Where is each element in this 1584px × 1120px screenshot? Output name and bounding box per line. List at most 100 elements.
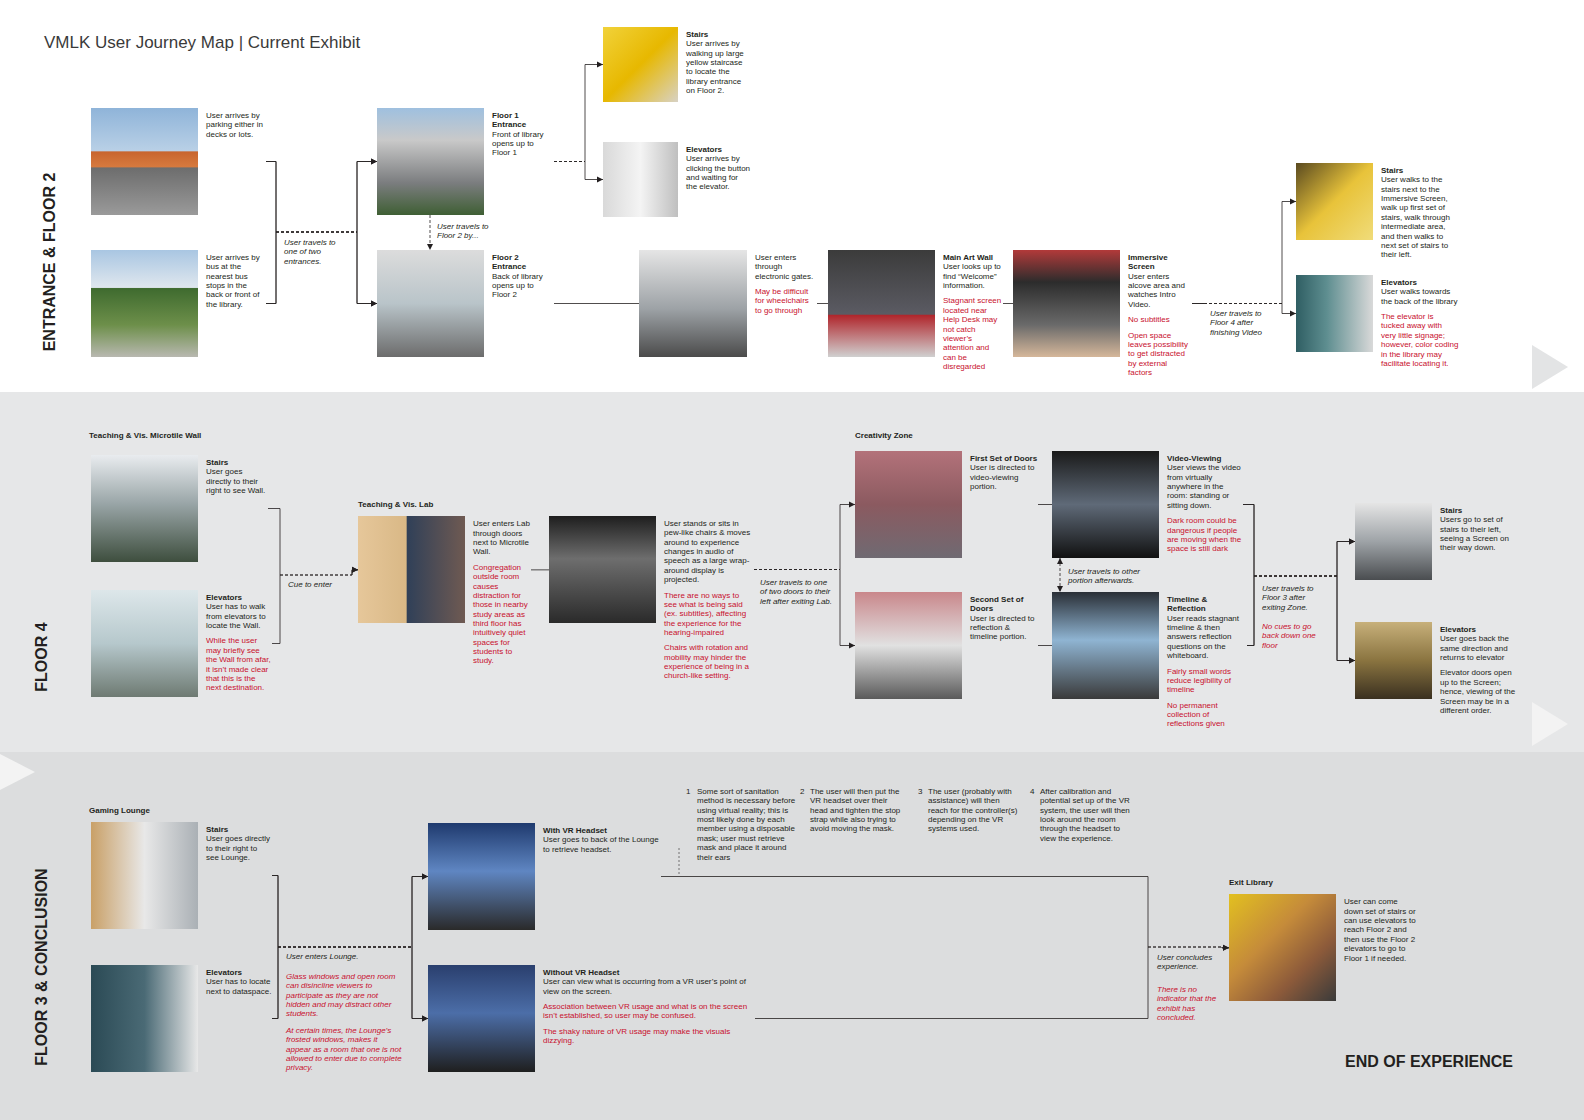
- photo: [549, 516, 656, 623]
- connector-line: [1243, 505, 1254, 577]
- photo: [91, 250, 198, 357]
- step-row: StairsUser goes directly to their right …: [91, 822, 272, 929]
- connector-line: [840, 505, 855, 570]
- step-heading: Elevators: [206, 593, 272, 602]
- pain-point-note: Glass windows and open room can disincli…: [286, 972, 404, 1019]
- connector-line: [357, 162, 377, 233]
- chevron: [1532, 345, 1568, 389]
- photo: [603, 27, 678, 102]
- journey-step: ElevatorsUser walks towards the back of …: [1296, 275, 1459, 368]
- text-column: First Set of DoorsUser is directed to vi…: [970, 451, 1038, 491]
- journey-step: Main Art WallUser looks up to find “Welc…: [828, 250, 1003, 371]
- step-heading: Elevators: [686, 145, 751, 154]
- connector: [1192, 199, 1296, 304]
- pain-point-note: Stagnant screen located near Help Desk m…: [943, 296, 1003, 371]
- photo: [855, 592, 962, 699]
- journey-step: First Set of DoorsUser is directed to vi…: [855, 451, 1038, 558]
- pain-point-note: No permanent collection of reflections g…: [1167, 701, 1247, 729]
- pain-point-note: There are no ways to see what is being s…: [664, 591, 754, 638]
- text-column: Second Set of DoorsUser is directed to r…: [970, 592, 1038, 642]
- step-row: Floor 1 EntranceFront of library opens u…: [377, 108, 554, 215]
- text-column: StairsUser walks to the stairs next to t…: [1381, 163, 1459, 260]
- step-heading: With VR Headset: [543, 826, 661, 835]
- step-row: User stands or sits in pew-like chairs &…: [549, 516, 754, 681]
- chevron: [1532, 702, 1568, 746]
- pain-point-note: Congregation outside room causes distrac…: [473, 563, 531, 666]
- connector-line: [1038, 645, 1052, 646]
- journey-step: Exit LibraryUser can come down set of st…: [1229, 878, 1416, 1001]
- arrowhead: [1349, 539, 1355, 545]
- connector-line: [1254, 576, 1337, 577]
- connector-label: Cue to enter: [288, 580, 348, 589]
- connector-line: [661, 877, 1148, 948]
- journey-step: Video-ViewingUser views the video from v…: [1052, 451, 1243, 558]
- step-row: Main Art WallUser looks up to find “Welc…: [828, 250, 1003, 371]
- arrowhead: [422, 874, 428, 880]
- photo: [1013, 250, 1120, 357]
- step-row: StairsUser arrives by walking up large y…: [603, 27, 751, 102]
- step-description: User goes directly to their right to see…: [206, 467, 268, 495]
- connector-line: [1337, 542, 1355, 577]
- text-column: User arrives by parking either in decks …: [206, 108, 266, 139]
- connector-line: [412, 947, 428, 1019]
- step-row: StairsUser walks to the stairs next to t…: [1296, 163, 1459, 260]
- connector: [554, 62, 603, 162]
- photo: [377, 250, 484, 357]
- step-description: User goes to back of the Lounge to retri…: [543, 835, 661, 854]
- step-row: User enters Lab through doors next to Mi…: [358, 516, 531, 665]
- photo: [855, 451, 962, 558]
- connector-line: [754, 569, 840, 570]
- connector-line: [276, 232, 357, 233]
- connector: [1003, 303, 1013, 304]
- journey-step: StairsUser goes directly to their right …: [91, 455, 268, 562]
- photo: [91, 822, 198, 929]
- connector-line: [1003, 303, 1013, 304]
- journey-step: Floor 2 EntranceBack of library opens up…: [377, 250, 554, 357]
- arrowhead: [1290, 311, 1296, 317]
- connector-label: User travels to other portion afterwards…: [1068, 567, 1150, 586]
- photo: [91, 455, 198, 562]
- connector-line: [276, 232, 357, 233]
- connector-line: [585, 65, 603, 162]
- connector-line: [266, 232, 276, 304]
- step-heading: Floor 2 Entrance: [492, 253, 554, 272]
- text-column: StairsUser goes directly to their right …: [206, 455, 268, 495]
- arrowhead: [422, 874, 428, 880]
- text-column: User enters through electronic gates.May…: [755, 250, 817, 315]
- connector: [266, 159, 377, 304]
- step-description: User has to locate next to dataspace.: [206, 977, 272, 996]
- text-column: ElevatorsUser walks towards the back of …: [1381, 275, 1459, 368]
- group-heading: Creativity Zone: [855, 431, 1005, 440]
- journey-step: StairsUser goes directly to their right …: [91, 822, 272, 929]
- photo: [1229, 894, 1336, 1001]
- pain-point-note: There is no indicator that the exhibit h…: [1157, 985, 1217, 1022]
- journey-step: Floor 1 EntranceFront of library opens u…: [377, 108, 554, 215]
- step-row: ElevatorsUser has to locate next to data…: [91, 965, 272, 1072]
- connector-line: [357, 162, 377, 233]
- pain-point-note: Fairly small words reduce legibility of …: [1167, 667, 1247, 695]
- step-row: StairsUsers go to set of stairs to their…: [1355, 503, 1520, 580]
- floor-band: ENTRANCE & FLOOR 2User arrives by parkin…: [0, 0, 1584, 392]
- arrowhead: [371, 301, 377, 307]
- connector: [1038, 645, 1052, 646]
- connector-line: [1337, 576, 1355, 661]
- connector-line: [272, 876, 278, 948]
- text-column: Immersive ScreenUser enters alcove area …: [1128, 250, 1192, 377]
- step-description: User arrives by clicking the button and …: [686, 154, 751, 191]
- step-heading: Main Art Wall: [943, 253, 1003, 262]
- pain-point-note: No subtitles: [1128, 315, 1192, 324]
- text-column: With VR HeadsetUser goes to back of the …: [543, 823, 661, 854]
- step-row: User arrives by bus at the nearest bus s…: [91, 250, 266, 357]
- text-column: Video-ViewingUser views the video from v…: [1167, 451, 1243, 554]
- journey-step: Immersive ScreenUser enters alcove area …: [1013, 250, 1192, 377]
- connector-line: [1247, 576, 1254, 646]
- connector-label: User travels to one of two entrances.: [284, 238, 346, 266]
- connector: [554, 162, 603, 183]
- connector-line: [266, 162, 276, 233]
- pain-point-note: At certain times, the Lounge’s frosted w…: [286, 1026, 404, 1073]
- journey-step: ElevatorsUser arrives by clicking the bu…: [603, 142, 751, 217]
- pain-point-note: May be difficult for wheelchairs to go t…: [755, 287, 817, 315]
- arrowhead: [422, 1016, 428, 1022]
- step-description: User enters alcove area and watches Intr…: [1128, 272, 1192, 309]
- photo: [639, 250, 747, 357]
